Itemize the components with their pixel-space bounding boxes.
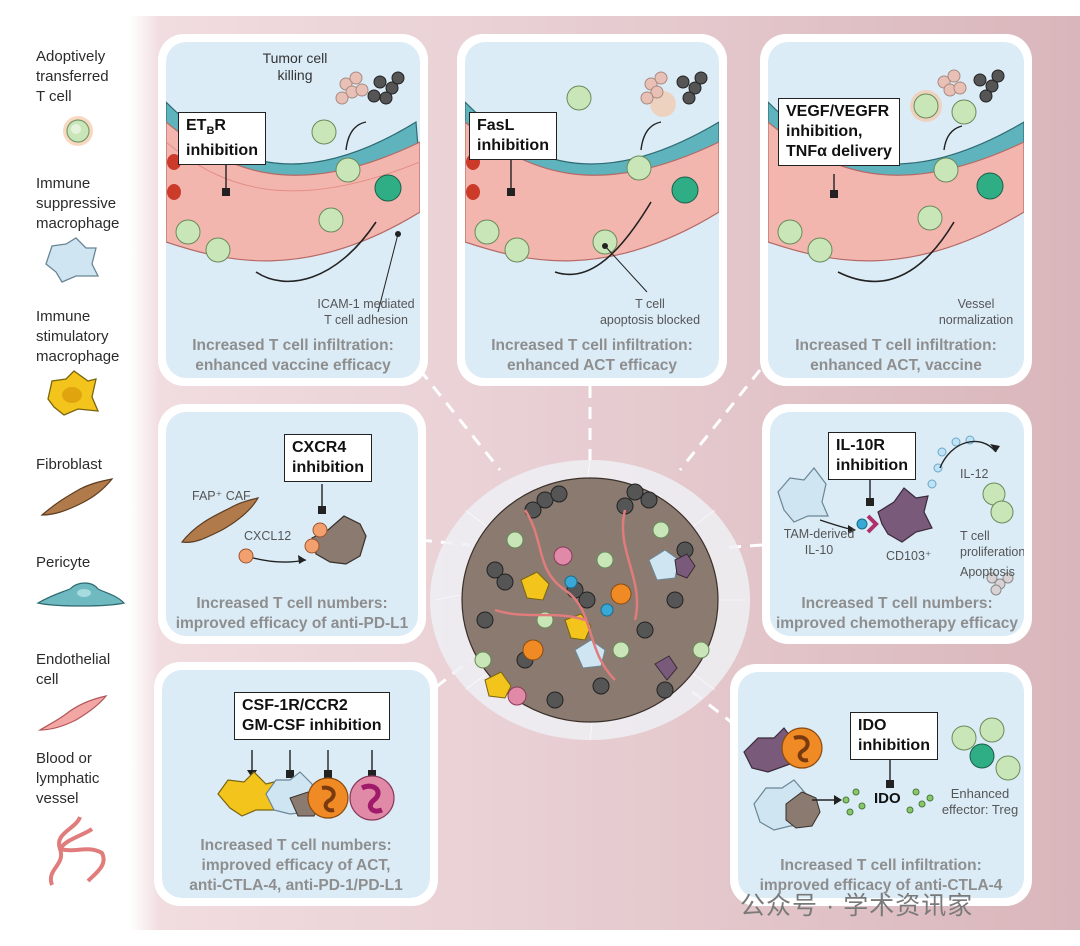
vessel-illustration — [768, 69, 1024, 283]
watermark: 公众号 · 学术资讯家 — [740, 892, 974, 920]
tumor-mass — [430, 459, 750, 741]
il10r-illustration — [777, 435, 1014, 596]
cd103-label: CD103⁺ — [886, 549, 932, 563]
vessel-illustration — [465, 71, 719, 293]
t-cell-icon — [63, 116, 93, 146]
ido-label: IDO — [874, 790, 901, 807]
stimulatory-macrophage-icon — [47, 370, 100, 416]
ido-illustration — [743, 717, 1021, 831]
fasl-caption: Increased T cell infiltration:enhanced A… — [491, 337, 693, 374]
csf1r-illustration — [217, 750, 395, 821]
etbr-caption: Increased T cell infiltration:enhanced v… — [192, 337, 394, 374]
il12-label: IL-12 — [960, 467, 989, 481]
endothelial-icon — [37, 695, 108, 731]
fibroblast-icon — [40, 478, 114, 516]
fap-caf-label: FAP⁺ CAF — [192, 489, 251, 503]
legend-pericyte: Pericyte — [36, 553, 156, 618]
apoptosis-label: Apoptosis — [960, 565, 1015, 579]
legend-fibroblast: Fibroblast — [36, 455, 156, 524]
top-margin — [0, 0, 1080, 16]
cxcr4-caption: Increased T cell numbers:improved effica… — [175, 595, 409, 632]
il10r-caption: Increased T cell numbers:improved chemot… — [775, 595, 1019, 632]
vegf-caption: Increased T cell infiltration:enhanced A… — [795, 337, 997, 374]
legend-label: Pericyte — [36, 554, 91, 571]
cxcl12-label: CXCL12 — [244, 529, 292, 543]
pericyte-icon — [36, 582, 126, 607]
suppressive-macrophage-icon — [45, 237, 100, 283]
cxcr4-illustration — [180, 484, 367, 565]
vessel-illustration — [166, 71, 420, 313]
bottom-margin — [0, 930, 1080, 946]
ido-caption: Increased T cell infiltration:improved e… — [759, 857, 1003, 894]
legend-label: Fibroblast — [36, 456, 102, 473]
vessel-icon — [48, 816, 106, 886]
csf1r-caption: Increased T cell numbers:improved effica… — [189, 837, 403, 894]
